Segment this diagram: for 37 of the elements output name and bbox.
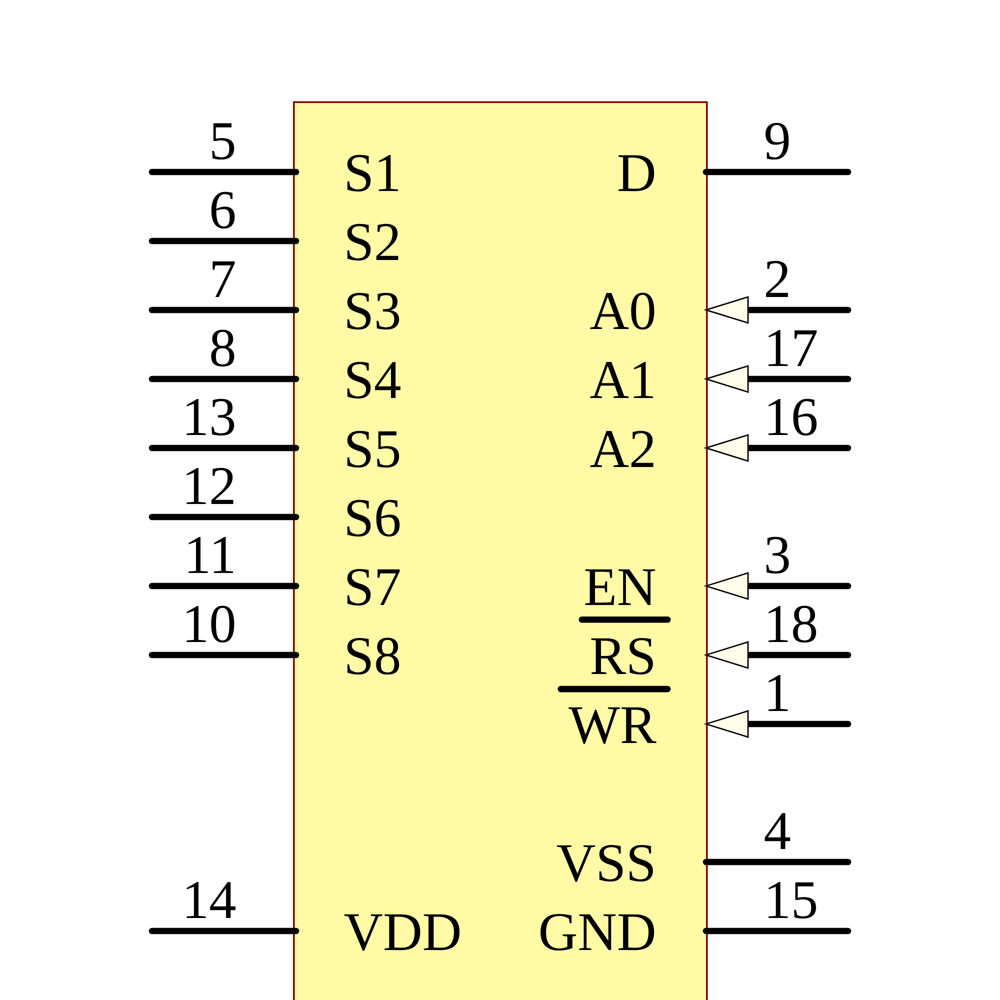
pin-number: 17 (768, 330, 817, 366)
pin-name: WR (558, 686, 671, 744)
pin-number: 10 (186, 606, 234, 643)
pin-name: S1 (347, 154, 398, 192)
pin-name: S2 (347, 224, 398, 261)
pin-number: 5 (212, 123, 234, 160)
pin-number: 15 (768, 882, 816, 919)
pin-name: RS (578, 616, 671, 675)
pin-number: 8 (211, 330, 234, 367)
pin-name: S4 (347, 362, 400, 399)
pin-name: S8 (347, 638, 400, 675)
pin-number: 6 (211, 192, 235, 229)
chip-body (293, 101, 708, 1000)
pin-name: A0 (590, 292, 654, 330)
pin-number: 4 (764, 813, 790, 849)
pin-number: 18 (768, 606, 816, 643)
pin-number: 1 (768, 675, 788, 711)
pin-name: S6 (347, 500, 400, 537)
pin-number: 7 (212, 261, 235, 297)
pin-number: 12 (186, 468, 234, 504)
pin-number: 9 (766, 122, 789, 160)
pin-name: VSS (556, 844, 653, 882)
pin-name: S3 (347, 292, 400, 330)
pin-number: 2 (766, 260, 788, 297)
pin-name: S5 (347, 430, 400, 468)
pin-name: VDD (344, 914, 460, 951)
pin-name: A2 (590, 430, 654, 467)
pin-number: 3 (766, 536, 789, 574)
pin-name: GND (540, 914, 654, 951)
pin-name: D (618, 155, 654, 192)
pin-name: A1 (590, 362, 654, 398)
pin-number: 11 (188, 537, 234, 573)
pin-number: 13 (186, 398, 234, 436)
pin-number: 14 (186, 882, 236, 918)
pin-name: EN (585, 569, 656, 605)
pin-name: S7 (347, 568, 400, 606)
pin-number: 16 (768, 398, 817, 436)
